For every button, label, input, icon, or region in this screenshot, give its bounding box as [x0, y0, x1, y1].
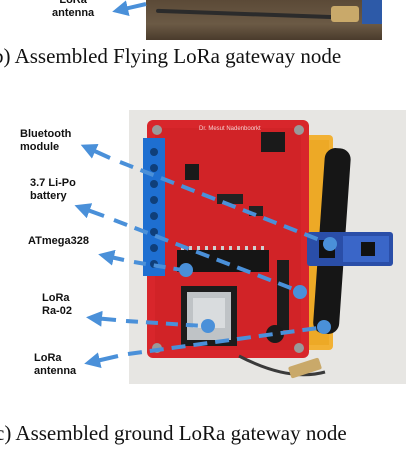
arrow-bluetooth: [119, 160, 331, 246]
board-edge: [362, 0, 382, 24]
arrow-battery-start: [74, 203, 105, 219]
arrow-atmega-start: [98, 249, 125, 266]
caption-c: (c) Assembled ground LoRa gateway node: [0, 421, 347, 445]
sma-connector: [331, 6, 359, 22]
label-bluetooth-module: Bluetooth module: [20, 128, 72, 153]
label-lora-antenna: LoRa antenna: [34, 352, 77, 377]
arrow-lora-antenna-top: [112, 0, 147, 16]
dot-lora-antenna: [317, 320, 331, 334]
caption-b: (b) Assembled Flying LoRa gateway node: [0, 44, 342, 68]
label-battery: 3.7 Li-Po battery: [30, 177, 76, 202]
arrow-lora-module: [125, 319, 205, 328]
label-lora-antenna-top: LoRa antenna: [52, 0, 95, 19]
board-silkscreen: Dr. Mesut Nadenboorkt: [199, 126, 261, 132]
dot-battery: [293, 285, 307, 299]
dot-bluetooth: [323, 237, 337, 251]
arrow-lora-module-start: [86, 310, 117, 327]
arrow-atmega: [133, 260, 183, 272]
label-lora-ra02: LoRa Ra-02: [42, 292, 72, 317]
dot-lora-module: [201, 319, 215, 333]
flying-gateway-photo: [146, 0, 382, 40]
arrow-lora-antenna: [127, 326, 319, 356]
arrow-bluetooth-start: [80, 144, 111, 160]
ground-gateway-illustration: Dr. Mesut Nadenboorkt: [129, 110, 406, 384]
label-atmega328: ATmega328: [28, 235, 89, 247]
arrow-battery: [113, 218, 297, 292]
arrow-lora-antenna-start: [84, 352, 119, 368]
ground-gateway-photo: Dr. Mesut Nadenboorkt: [129, 110, 406, 384]
dot-atmega: [179, 263, 193, 277]
